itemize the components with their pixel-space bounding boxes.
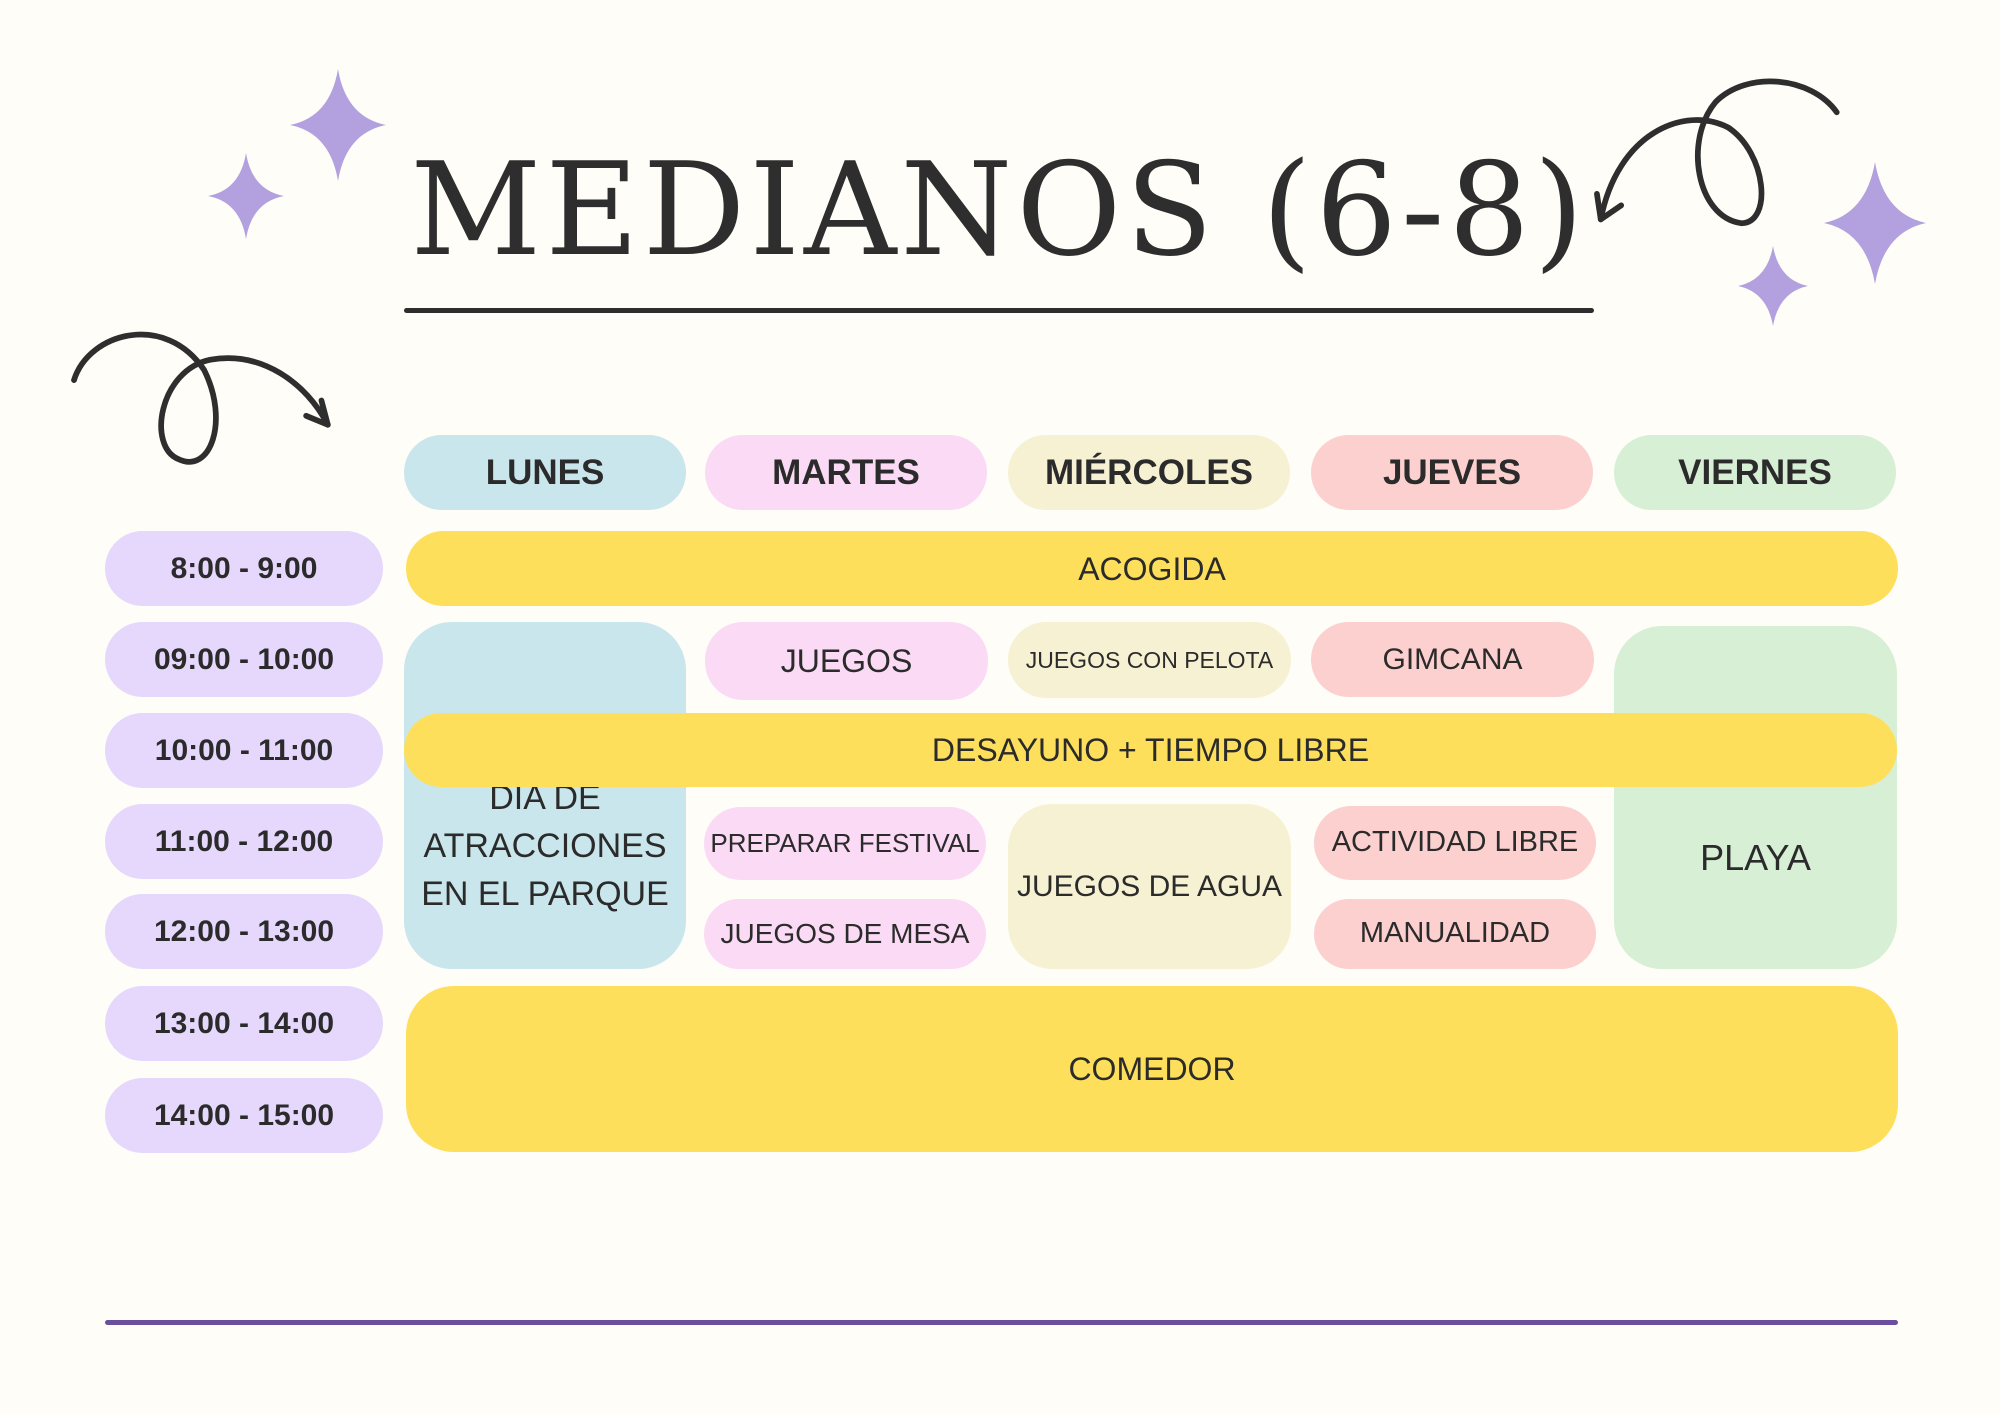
arrow-head-icon (1594, 191, 1625, 223)
activity-martes-juegos: JUEGOS (705, 622, 988, 700)
activity-desayuno: DESAYUNO + TIEMPO LIBRE (404, 713, 1897, 787)
day-header-viernes: VIERNES (1614, 435, 1896, 510)
time-slot: 11:00 - 12:00 (105, 804, 383, 879)
footer-divider (105, 1320, 1898, 1325)
day-header-miercoles: MIÉRCOLES (1008, 435, 1290, 510)
time-slot: 09:00 - 10:00 (105, 622, 383, 697)
time-slot: 8:00 - 9:00 (105, 531, 383, 606)
sparkle-icon (1738, 246, 1808, 326)
time-slot: 10:00 - 11:00 (105, 713, 383, 788)
day-header-martes: MARTES (705, 435, 987, 510)
activity-viernes-playa: PLAYA (1614, 626, 1897, 969)
activity-miercoles-agua: JUEGOS DE AGUA (1008, 804, 1291, 969)
time-slot: 12:00 - 13:00 (105, 894, 383, 969)
activity-miercoles-pelota: JUEGOS CON PELOTA (1008, 622, 1291, 698)
sparkle-icon (208, 153, 284, 239)
activity-acogida: ACOGIDA (406, 531, 1898, 606)
sparkle-icon (290, 69, 386, 181)
time-slot: 13:00 - 14:00 (105, 986, 383, 1061)
arrow-head-icon (303, 397, 331, 428)
activity-jueves-manualidad: MANUALIDAD (1314, 899, 1596, 969)
sparkle-icon (1824, 162, 1926, 284)
page-title: MEDIANOS (6-8) (410, 135, 1588, 285)
activity-martes-festival: PREPARAR FESTIVAL (704, 807, 986, 880)
day-header-lunes: LUNES (404, 435, 686, 510)
activity-jueves-gimcana: GIMCANA (1311, 622, 1594, 697)
title-underline (404, 308, 1594, 313)
activity-jueves-libre: ACTIVIDAD LIBRE (1314, 806, 1596, 880)
time-slot: 14:00 - 15:00 (105, 1078, 383, 1153)
activity-lunes-parque: DIA DE ATRACCIONES EN EL PARQUE (404, 622, 686, 969)
swirl-arrow-icon (1597, 78, 1840, 227)
activity-comedor: COMEDOR (406, 986, 1898, 1152)
activity-martes-mesa: JUEGOS DE MESA (704, 899, 986, 969)
day-header-jueves: JUEVES (1311, 435, 1593, 510)
swirl-arrow-icon (71, 331, 331, 465)
